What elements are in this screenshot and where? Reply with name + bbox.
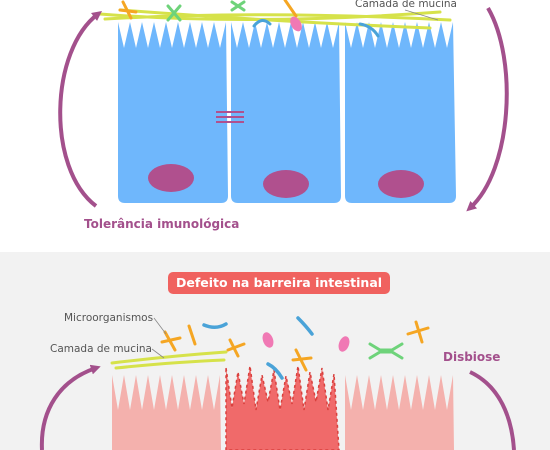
barrier-defect-title: Defeito na barreira intestinal <box>168 272 391 294</box>
mucin-layer-label: Camada de mucina <box>355 0 457 10</box>
mucin-layer <box>98 8 452 30</box>
microorganisms-label-leader <box>153 317 167 335</box>
mucin-label-leader <box>404 9 439 21</box>
cycle-arrow-right-bottom <box>469 370 516 450</box>
normal-cell-right <box>345 375 454 450</box>
microorganisms-top <box>118 0 380 38</box>
healthy-epithelium <box>58 0 509 212</box>
normal-cell-left <box>112 375 221 450</box>
mucin-layer-label-bottom: Camada de mucina <box>50 343 152 355</box>
nucleus <box>378 170 424 198</box>
cycle-arrow-left-bottom <box>39 364 101 450</box>
nucleus <box>148 164 194 192</box>
healthy-cell-3 <box>345 22 456 203</box>
cycle-arrow-left <box>58 10 102 208</box>
healthy-cell-2 <box>231 22 341 203</box>
tight-junction-marker <box>216 111 244 123</box>
dysbiosis-label: Disbiose <box>443 350 501 364</box>
nucleus <box>263 170 309 198</box>
microorganisms-label: Microorganismos <box>64 312 154 324</box>
mucin-label-leader-bottom <box>151 348 165 359</box>
healthy-cell-1 <box>118 22 228 203</box>
defective-epithelium <box>39 316 516 450</box>
mucin-layer-bottom <box>110 350 228 370</box>
cycle-arrow-right <box>466 7 509 212</box>
immune-tolerance-label: Tolerância imunológica <box>84 217 240 231</box>
damaged-cell <box>225 365 340 450</box>
microorganisms-bottom <box>160 316 430 380</box>
